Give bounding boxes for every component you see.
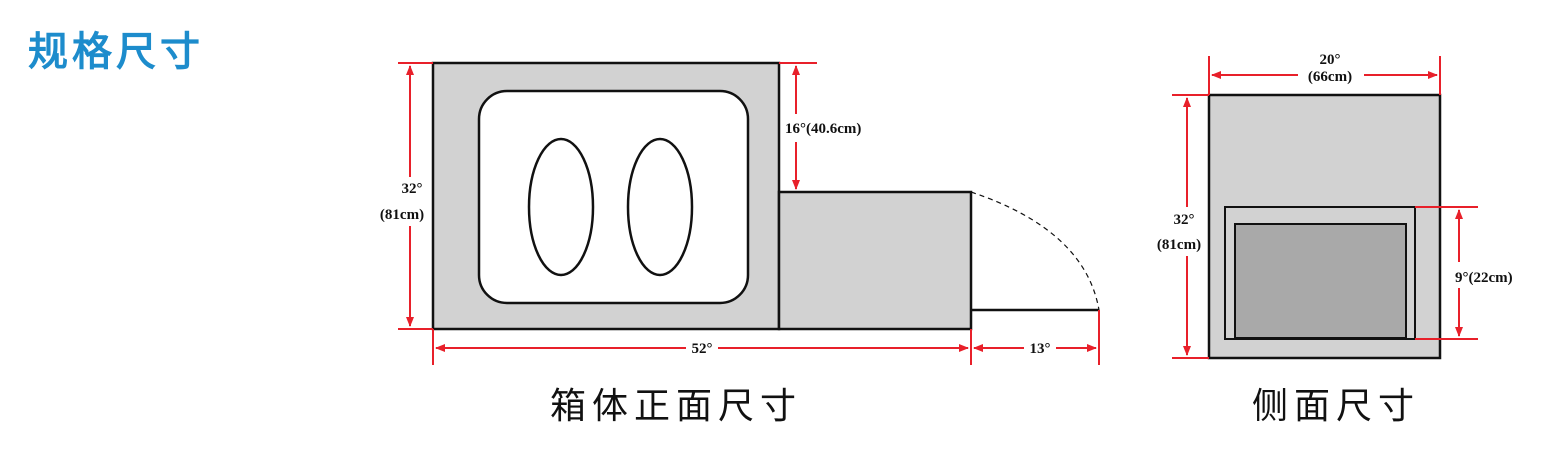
- side-height-label-cm: (81cm): [1157, 237, 1201, 253]
- front-height-label-cm: (81cm): [380, 207, 424, 223]
- side-view: 20° (66cm) 32° (81cm) 9°(22cm) 侧面尺寸: [1157, 52, 1513, 427]
- front-height-label-in: 32°: [402, 181, 423, 197]
- side-height-label-in: 32°: [1174, 212, 1195, 228]
- side-width-label-in: 20°: [1320, 52, 1341, 68]
- side-opening-inner: [1234, 223, 1407, 339]
- side-view-caption: 侧面尺寸: [1252, 386, 1420, 427]
- front-width-label: 52°: [692, 341, 713, 357]
- opening-label: 9°(22cm): [1455, 270, 1513, 286]
- door-width-label: 13°: [1030, 341, 1051, 357]
- front-oval-left: [527, 137, 595, 277]
- front-step-box: [777, 190, 973, 331]
- door-swing-arc: [970, 191, 1100, 311]
- step-height-label: 16°(40.6cm): [785, 121, 861, 137]
- front-view-caption: 箱体正面尺寸: [550, 386, 802, 427]
- side-width-label-cm: (66cm): [1308, 69, 1352, 85]
- front-oval-right: [626, 137, 694, 277]
- front-view: 32° (81cm) 16°(40.6cm) 52° 13° 箱体正面尺寸: [380, 61, 1100, 427]
- front-window-panel: [477, 89, 750, 305]
- page-title: 规格尺寸: [28, 29, 204, 75]
